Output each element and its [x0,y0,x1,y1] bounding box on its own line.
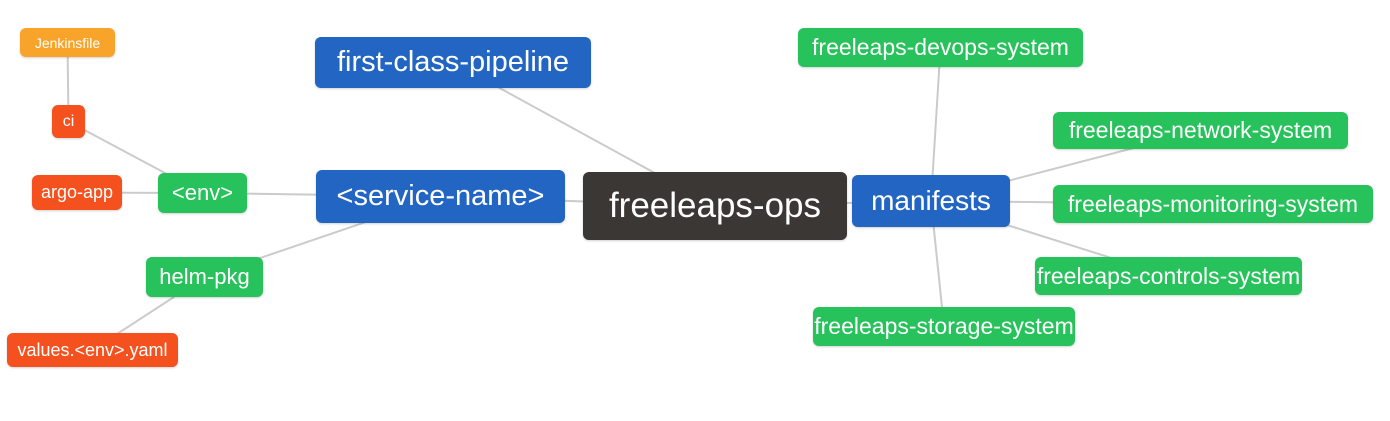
node-first-class-pipeline[interactable]: first-class-pipeline [315,37,591,88]
node-manifests[interactable]: manifests [852,175,1010,227]
node-ci[interactable]: ci [52,105,85,138]
node-values-env-yaml[interactable]: values.<env>.yaml [7,333,178,367]
node-network-system[interactable]: freeleaps-network-system [1053,112,1348,149]
node-jenkinsfile[interactable]: Jenkinsfile [20,28,115,57]
node-helm-pkg[interactable]: helm-pkg [146,257,263,297]
node-storage-system[interactable]: freeleaps-storage-system [813,307,1075,346]
node-monitoring-system[interactable]: freeleaps-monitoring-system [1053,185,1373,223]
node-devops-system[interactable]: freeleaps-devops-system [798,28,1083,67]
node-freeleaps-ops[interactable]: freeleaps-ops [583,172,847,240]
node-service-name[interactable]: <service-name> [316,170,565,223]
node-controls-system[interactable]: freeleaps-controls-system [1035,257,1302,295]
node-env[interactable]: <env> [158,173,247,213]
node-argo-app[interactable]: argo-app [32,175,122,210]
